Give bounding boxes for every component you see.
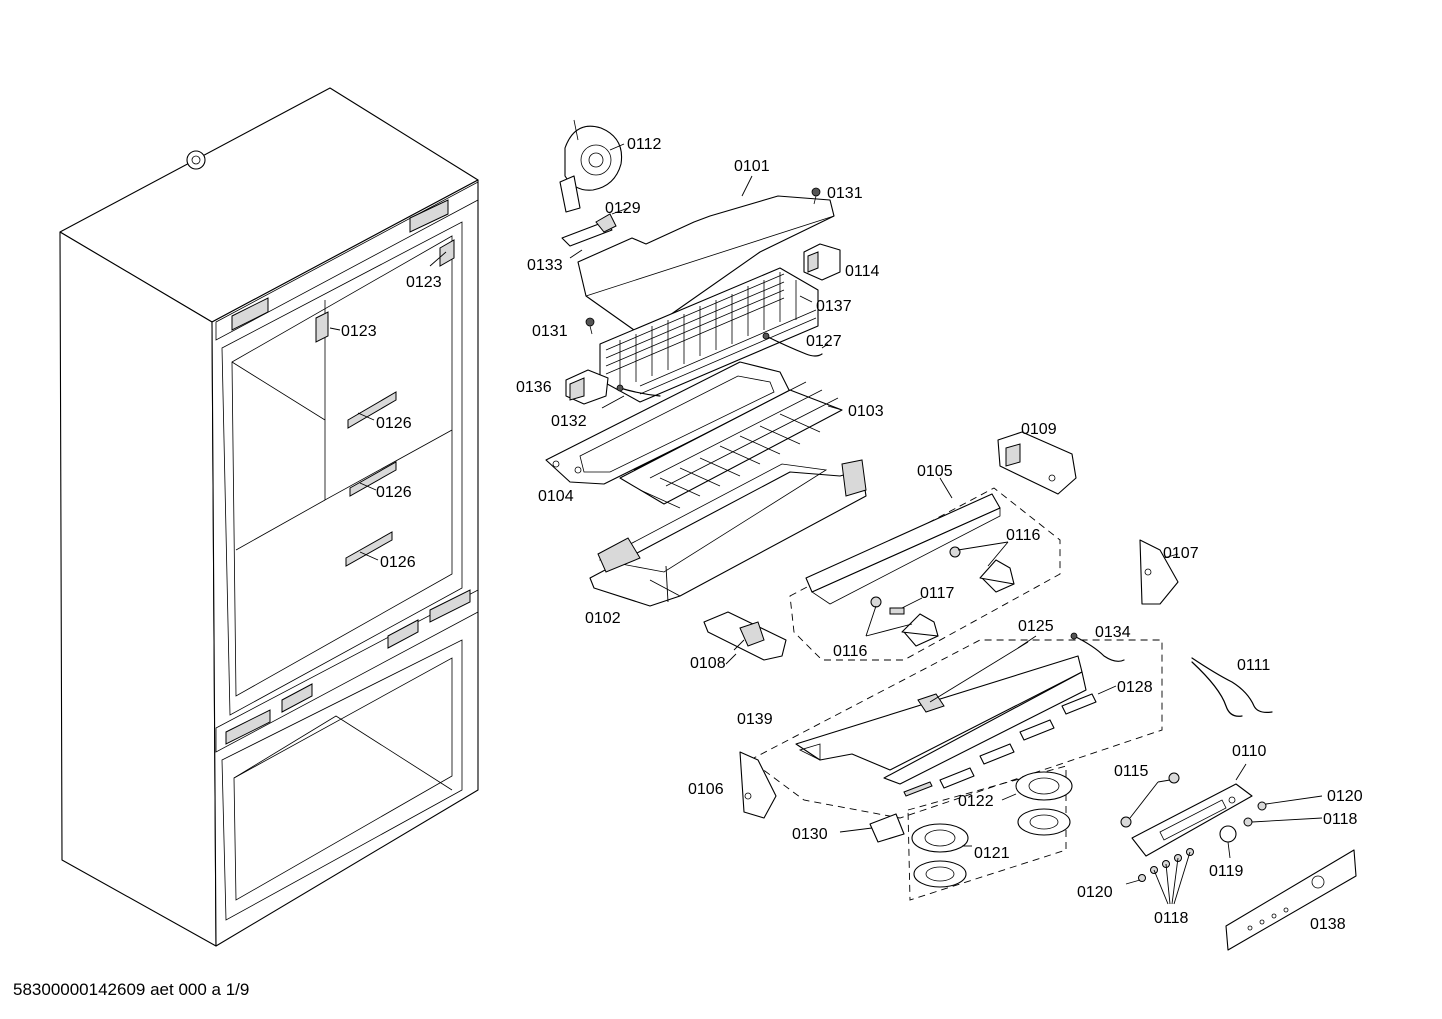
lamp-lenses bbox=[907, 765, 1073, 901]
callout-0126: 0126 bbox=[376, 484, 412, 501]
light-diffuser bbox=[939, 685, 1117, 789]
callout-0106: 0106 bbox=[688, 781, 724, 798]
callout-0115: 0115 bbox=[1114, 763, 1149, 780]
callout-0111: 0111 bbox=[1237, 657, 1270, 674]
callout-0123: 0123 bbox=[341, 323, 377, 340]
wiring-harness bbox=[1070, 632, 1273, 717]
document-id: 58300000142609 aet 000 a 1/9 bbox=[13, 980, 250, 999]
sensor-cable bbox=[762, 332, 829, 357]
callout-0125: 0125 bbox=[1018, 618, 1054, 635]
callout-0134: 0134 bbox=[1095, 624, 1131, 641]
air-duct bbox=[589, 459, 867, 607]
cover-handle bbox=[561, 207, 629, 259]
callout-0105: 0105 bbox=[917, 463, 953, 480]
callout-0128: 0128 bbox=[1117, 679, 1153, 696]
callout-0139: 0139 bbox=[737, 711, 773, 728]
callout-0114: 0114 bbox=[845, 263, 880, 280]
side-bracket bbox=[703, 611, 787, 661]
callout-0132: 0132 bbox=[551, 413, 587, 430]
mounting-bracket bbox=[803, 243, 841, 281]
fan-motor bbox=[559, 119, 625, 213]
callout-0131: 0131 bbox=[827, 185, 863, 202]
callout-0118: 0118 bbox=[1154, 910, 1189, 927]
callout-0120: 0120 bbox=[1327, 788, 1363, 805]
callout-0129: 0129 bbox=[605, 200, 641, 217]
callout-0122: 0122 bbox=[958, 793, 994, 810]
leader-lines bbox=[329, 251, 737, 665]
callout-0109: 0109 bbox=[1021, 421, 1057, 438]
callout-0112: 0112 bbox=[627, 136, 662, 153]
indicator-leds bbox=[1125, 795, 1323, 905]
callout-0127: 0127 bbox=[806, 333, 842, 350]
callout-0116: 0116 bbox=[1006, 527, 1041, 544]
callout-0138: 0138 bbox=[1310, 916, 1346, 933]
callout-0136: 0136 bbox=[516, 379, 552, 396]
callout-0101: 0101 bbox=[734, 158, 770, 175]
callout-labels: 0112 0101 0131 0129 0133 0114 0123 0137 … bbox=[341, 136, 1363, 933]
right-bracket bbox=[997, 431, 1077, 495]
callout-0107: 0107 bbox=[1163, 545, 1199, 562]
callout-0120: 0120 bbox=[1077, 884, 1113, 901]
lower-hinge-bracket bbox=[739, 751, 777, 819]
callout-0126: 0126 bbox=[376, 415, 412, 432]
callout-0117: 0117 bbox=[920, 585, 955, 602]
callout-0110: 0110 bbox=[1232, 743, 1267, 760]
temperature-sensor bbox=[601, 384, 661, 409]
callout-0133: 0133 bbox=[527, 257, 563, 274]
lamp-holder bbox=[839, 781, 933, 843]
control-knob bbox=[1120, 772, 1180, 828]
callout-0116: 0116 bbox=[833, 643, 868, 660]
clip bbox=[565, 369, 609, 405]
callout-0123: 0123 bbox=[406, 274, 442, 291]
light-housing-rail bbox=[789, 477, 1061, 661]
control-panel bbox=[1131, 763, 1253, 857]
callout-0130: 0130 bbox=[792, 826, 828, 843]
screw bbox=[585, 187, 821, 335]
callout-0137: 0137 bbox=[816, 298, 852, 315]
callout-0131: 0131 bbox=[532, 323, 568, 340]
left-hinge-bracket bbox=[1139, 539, 1179, 605]
callout-0102: 0102 bbox=[585, 610, 621, 627]
callout-0121: 0121 bbox=[974, 845, 1010, 862]
callout-0104: 0104 bbox=[538, 488, 574, 505]
callout-0103: 0103 bbox=[848, 403, 884, 420]
rotary-knob bbox=[1219, 825, 1237, 859]
light-panel bbox=[749, 635, 1163, 819]
control-faceplate bbox=[1225, 849, 1357, 951]
callout-0119: 0119 bbox=[1209, 863, 1244, 880]
callout-0126: 0126 bbox=[380, 554, 416, 571]
callout-0108: 0108 bbox=[690, 655, 726, 672]
lamp-socket bbox=[865, 541, 1015, 647]
refrigerator-cabinet bbox=[59, 87, 479, 947]
callout-0118: 0118 bbox=[1323, 811, 1358, 828]
defrost-heater bbox=[619, 381, 843, 509]
